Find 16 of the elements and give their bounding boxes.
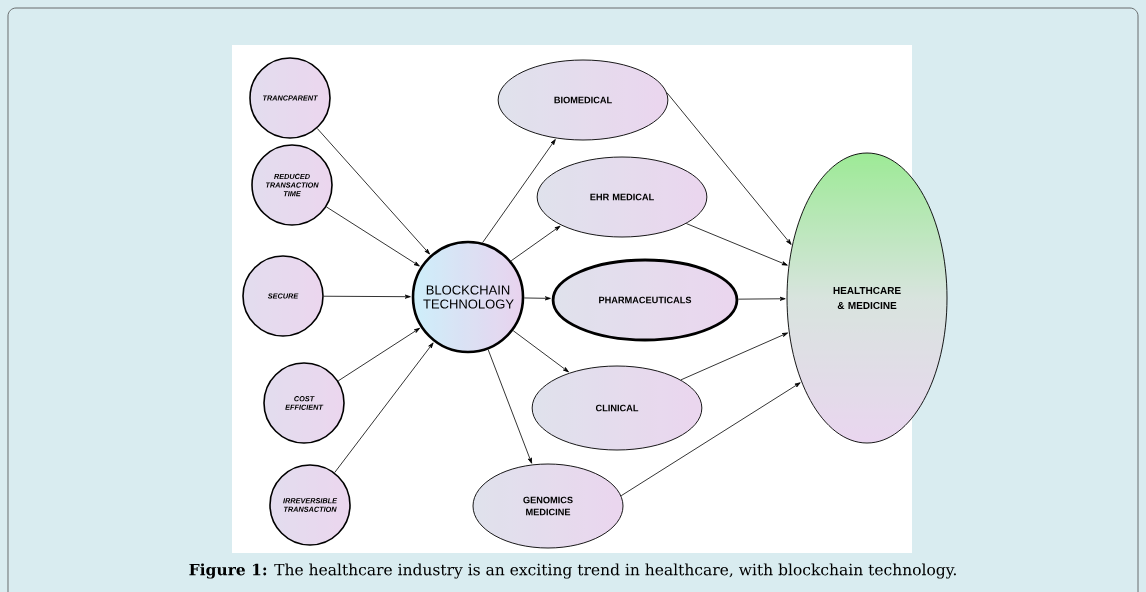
arrow bbox=[510, 225, 561, 262]
arrow bbox=[680, 332, 788, 381]
arrow bbox=[316, 128, 430, 255]
arrow bbox=[737, 296, 786, 301]
figure-caption: Figure 1: The healthcare industry is an exciting trend in healthcare, with blockchain technology. bbox=[189, 563, 956, 579]
arrow bbox=[620, 382, 801, 497]
arrow bbox=[487, 349, 533, 464]
arrow bbox=[512, 330, 569, 373]
arrow bbox=[523, 296, 551, 301]
arrow bbox=[334, 342, 434, 473]
arrow bbox=[482, 139, 556, 243]
arrow bbox=[326, 206, 420, 267]
arrow bbox=[686, 223, 788, 266]
arrow bbox=[323, 294, 411, 299]
arrow bbox=[666, 92, 792, 245]
arrow bbox=[337, 327, 420, 382]
